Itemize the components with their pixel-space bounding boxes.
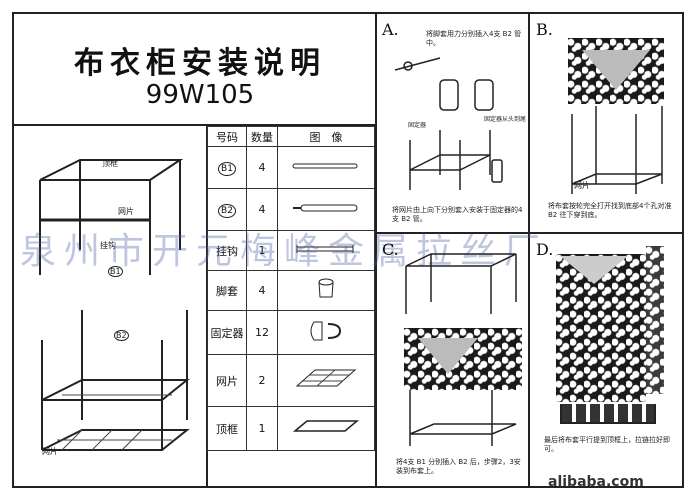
model-number: 99W105 [145, 80, 255, 110]
label-mesh-b: 网片 [574, 181, 590, 190]
label-clip-fix: 固定器从头到尾 [484, 116, 527, 123]
part-qty: 12 [246, 310, 278, 355]
step-a-drawing [394, 57, 503, 190]
table-row: 顶框 1 [207, 406, 375, 451]
table-row: 网片 2 [207, 354, 375, 407]
divider-left-header [12, 124, 376, 126]
step-a-caption-2: 将网片由上向下分别套入安装于固定器的4支 B2 管。 [392, 206, 523, 223]
part-code: 挂钩 [207, 230, 247, 271]
label-top-frame: 顶框 [102, 159, 118, 168]
header-qty: 数量 [246, 126, 278, 147]
label-clip: 固定器 [408, 122, 427, 129]
part-code: 顶框 [207, 406, 247, 451]
page-title: 布衣柜安装说明 [74, 46, 326, 81]
clip-icon [310, 321, 342, 341]
table-row: B1 4 [207, 146, 375, 189]
step-c-frame-top [405, 253, 517, 314]
hanging-rail-icon [296, 245, 354, 253]
divider-center [375, 12, 377, 488]
divider-middle [376, 232, 684, 234]
watermark: 泉州市开元梅峰金属拉丝厂 [20, 231, 549, 272]
shoe-shelf [560, 404, 656, 424]
table-row: 脚套 4 [207, 270, 375, 311]
part-code: B2 [218, 204, 236, 218]
part-qty: 1 [246, 406, 278, 451]
step-c-frame-bottom [409, 390, 517, 446]
part-code: 网片 [207, 354, 247, 407]
part-qty: 2 [246, 354, 278, 407]
part-code: 固定器 [207, 310, 247, 355]
table-row: 固定器 12 [207, 310, 375, 355]
frame-drawing-bottom [41, 310, 190, 451]
rod-hook-icon [293, 204, 358, 212]
step-d-letter: D. [536, 240, 554, 259]
label-hook: 挂钩 [100, 241, 116, 250]
rod-icon [292, 163, 358, 169]
foot-cap-icon [318, 278, 334, 298]
label-b2: B2 [114, 330, 129, 341]
part-qty: 1 [246, 230, 278, 271]
step-a-letter: A. [382, 20, 399, 39]
table-row: 挂钩 1 [207, 230, 375, 271]
step-c-caption: 将4支 B1 分别插入 B2 后，步骤2，3安装到布套上。 [396, 458, 521, 475]
header-code: 号码 [207, 126, 247, 147]
wardrobe-side [646, 246, 664, 394]
step-d-caption: 最后将布套平行提到顶框上，拉链拉好即可。 [544, 436, 670, 453]
step-b-frame [571, 106, 663, 194]
parts-table: 号码 数量 图 像 B1 4 B2 4 挂钩 1 脚套 4 固定器 12 网片 … [207, 126, 375, 451]
top-frame-icon [292, 420, 360, 432]
fabric-cover-c-fold [418, 338, 478, 374]
step-c-letter: C. [382, 240, 399, 259]
part-qty: 4 [246, 146, 278, 189]
document-frame [12, 12, 684, 488]
part-qty: 4 [246, 188, 278, 231]
wardrobe-door-fold [560, 256, 628, 284]
header-image: 图 像 [277, 126, 375, 147]
part-code: B1 [218, 162, 236, 176]
fabric-cover-fold [582, 50, 650, 90]
part-qty: 4 [246, 270, 278, 311]
part-code: 脚套 [207, 270, 247, 311]
step-b-caption: 将布套按轮完全打开找到底部4个孔对准 B2 往下穿到底。 [548, 202, 672, 219]
divider-right [528, 12, 530, 488]
label-mesh: 网片 [118, 207, 134, 216]
label-mesh-bottom: 网片 [42, 447, 58, 456]
step-a-caption-1: 将脚套用力分别插入4支 B2 管中。 [426, 30, 522, 47]
wire-shelf-icon [295, 369, 357, 387]
alibaba-watermark: alibaba.com [548, 474, 644, 490]
step-b-letter: B. [536, 20, 553, 39]
label-b1: B1 [108, 266, 123, 277]
frame-drawing-top [39, 159, 184, 275]
